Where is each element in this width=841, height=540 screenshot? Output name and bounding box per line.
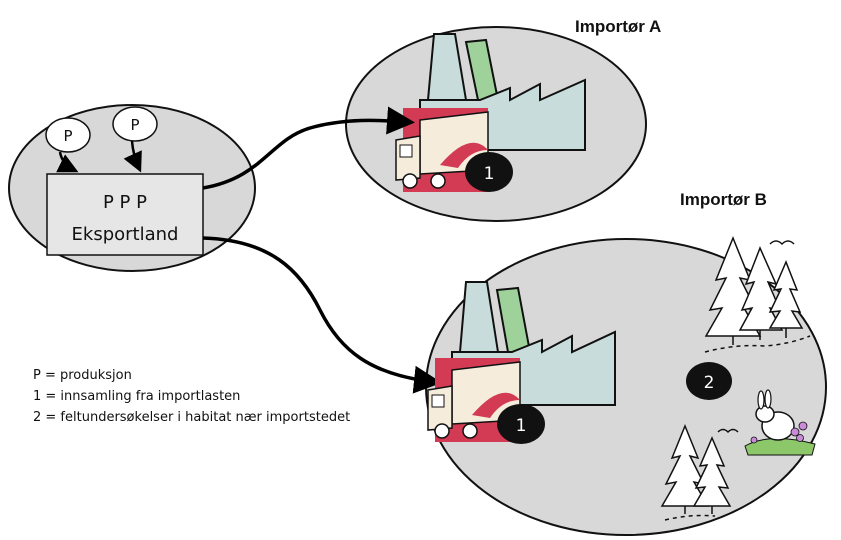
p-left-arrow [56,151,79,173]
importer-b-title: Importør B [680,190,767,209]
truck-icon [395,108,489,192]
p-right-arrow [123,140,142,173]
marker-collection-a: 1 [465,152,513,192]
rabbit-icon [744,389,816,456]
marker-label: 1 [516,416,527,436]
marker-label: 1 [484,164,495,184]
marker-collection-b: 1 [497,404,545,444]
trade-arrow-b [202,236,442,394]
production-node-right: P [112,106,158,142]
p-label-right: P [130,116,139,134]
marker-habitat: 2 [686,362,732,400]
legend-item-field-survey: 2 = feltundersøkelser i habitat nær impo… [33,410,350,425]
p-label-left: P [63,127,72,145]
exporter-box-line1: P P P [103,192,147,213]
marker-label: 2 [704,373,715,393]
legend-item-production: P = produksjon [33,368,132,383]
importer-a-title: Importør A [575,17,661,36]
forest-icon [704,236,811,353]
exporter-box [46,173,204,256]
truck-icon [427,358,521,442]
exporter-box-line2: Eksportland [72,224,179,245]
legend-item-collection: 1 = innsamling fra importlasten [33,389,240,404]
production-node-left: P [45,117,91,153]
trade-arrow-a [202,106,415,190]
forest-icon [660,424,739,521]
